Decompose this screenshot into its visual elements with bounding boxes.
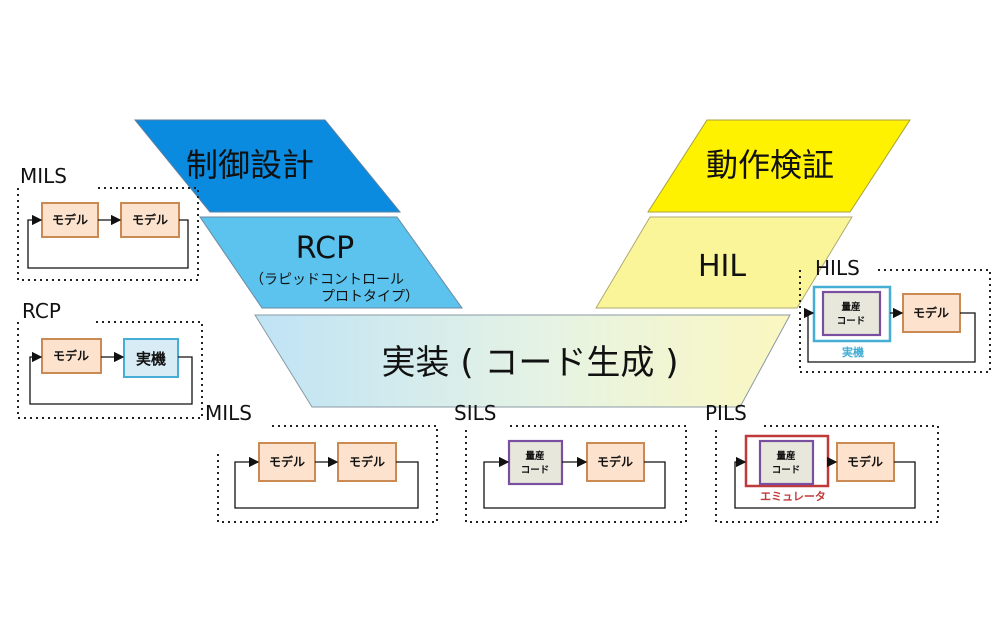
hils-code-block (821, 290, 882, 337)
verification-band (647, 119, 911, 213)
mils-bottom-title: MILS (205, 401, 252, 425)
sils-code-label-1: 量産 (525, 450, 545, 462)
mils-left-model-b (120, 202, 180, 238)
rcp-label: RCP (296, 231, 354, 266)
sils-code-label-2: コード (521, 465, 550, 476)
rcp-left-panel: RCP モデル 実機 (17, 299, 203, 419)
hil-label: HIL (698, 249, 746, 284)
sils-panel: SILS 量産 コード モデル (454, 401, 687, 523)
rcp-left-jikki-label: 実機 (136, 350, 166, 368)
pils-title: PILS (705, 401, 747, 425)
hils-jikki-caption: 実機 (842, 345, 864, 359)
pils-panel: PILS 量産 コード モデル エミュレータ (705, 401, 939, 523)
control-design-label: 制御設計 (186, 146, 314, 184)
pils-model-label: モデル (847, 454, 883, 469)
verification-label: 動作検証 (706, 146, 834, 184)
pils-emulator-caption: エミュレータ (760, 490, 826, 503)
sils-model-label: モデル (597, 454, 633, 469)
sils-title: SILS (454, 401, 496, 425)
implementation-label: 実装 ( コード生成 ) (382, 343, 679, 383)
hils-panel: HILS 量産 コード モデル 実機 (799, 256, 991, 373)
rcp-band (199, 216, 463, 309)
mils-bottom-model-a (258, 442, 316, 482)
pils-code-label-1: 量産 (776, 450, 796, 462)
mils-bottom-model-a-label: モデル (269, 454, 305, 469)
sils-code-block (507, 439, 564, 486)
rcp-sub-label-1: （ラピッドコントロール (250, 272, 404, 288)
mils-left-title: MILS (20, 164, 67, 188)
pils-code-block (758, 439, 815, 486)
mils-left-panel: MILS モデル モデル (17, 164, 199, 281)
mils-bottom-model-b-label: モデル (349, 454, 385, 469)
hils-model-label: モデル (913, 305, 949, 320)
hil-band (595, 216, 853, 309)
mils-bottom-model-b (337, 442, 397, 482)
rcp-sub-label-2: プロトタイプ） (321, 289, 419, 305)
mils-left-model-a-label: モデル (52, 212, 88, 227)
hils-code-label-2: コード (837, 316, 866, 327)
hils-code-label-1: 量産 (841, 301, 861, 313)
implementation-band (254, 314, 791, 408)
control-design-band (133, 119, 402, 213)
pils-code-label-2: コード (772, 465, 801, 476)
hils-title: HILS (815, 256, 860, 280)
rcp-left-title: RCP (22, 299, 61, 323)
rcp-left-model-label: モデル (53, 348, 89, 363)
mils-left-model-b-label: モデル (132, 212, 168, 227)
mils-bottom-panel: MILS モデル モデル (205, 401, 438, 523)
hils-model-block (902, 293, 961, 333)
